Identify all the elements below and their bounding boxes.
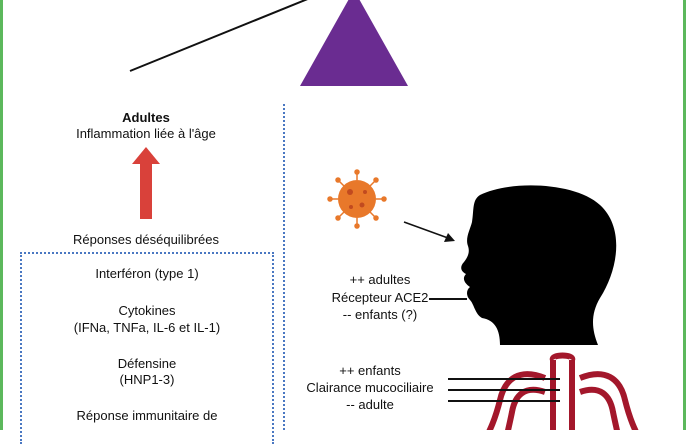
clearance-line-mucociliary: Clairance mucociliaire (306, 380, 434, 395)
receptor-line-ace2: Récepteur ACE2 (331, 290, 429, 305)
diagram-graphics (129, 0, 639, 430)
frame-left-border (0, 0, 3, 430)
head-silhouette-icon (461, 185, 617, 345)
clearance-line-children: ++ enfants (339, 363, 401, 378)
frame-right-border (683, 0, 686, 430)
clearance-pointer-line-3 (448, 400, 560, 402)
box-item-cytokines: Cytokines (118, 303, 176, 318)
receptor-line-children: -- enfants (?) (342, 307, 418, 322)
virus-to-head-arrow (403, 221, 455, 242)
adults-subtitle: Inflammation liée à l'âge (76, 126, 216, 141)
box-item-interferon: Interféron (type 1) (95, 266, 199, 281)
lungs-icon (486, 352, 639, 430)
receptor-line-adults: ++ adultes (349, 272, 411, 287)
box-item-immune-response: Réponse immunitaire de (76, 408, 218, 423)
imbalanced-responses-label: Réponses déséquilibrées (73, 232, 219, 247)
column-divider (283, 104, 285, 430)
box-item-defensin: Défensine (117, 356, 177, 371)
immune-factors-box (20, 252, 274, 444)
clearance-pointer-line-2 (448, 389, 560, 391)
scale-fulcrum-triangle (300, 0, 408, 86)
adults-title: Adultes (122, 110, 170, 125)
up-arrow-icon (132, 147, 160, 219)
scale-beam (129, 0, 308, 72)
receptor-pointer-line (429, 298, 467, 300)
box-item-defensin-detail: (HNP1-3) (119, 372, 175, 387)
virus-icon (327, 169, 387, 229)
box-item-cytokines-detail: (IFNa, TNFa, IL-6 et IL-1) (73, 320, 221, 335)
clearance-pointer-line-1 (448, 378, 560, 380)
clearance-line-adult: -- adulte (346, 397, 394, 412)
